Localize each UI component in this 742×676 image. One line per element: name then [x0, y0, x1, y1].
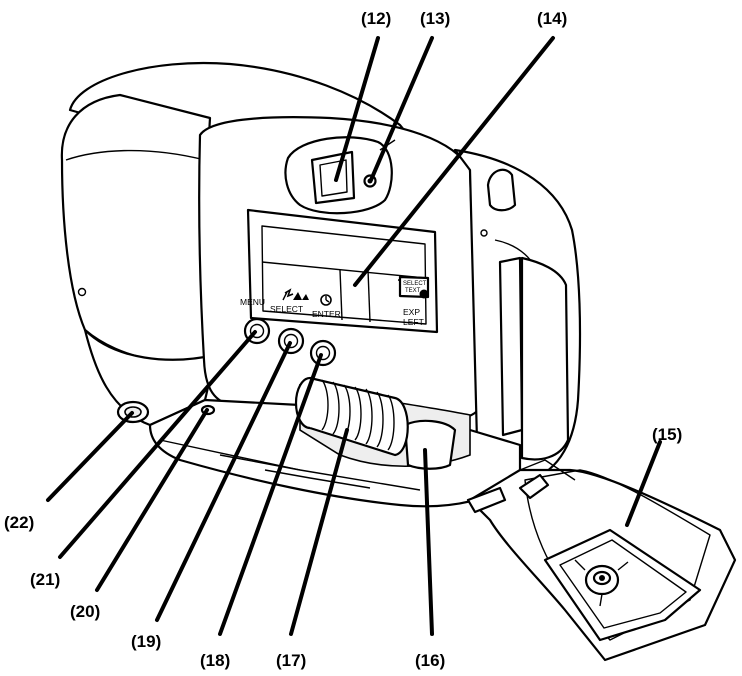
battery-cover: [466, 459, 737, 662]
callout-19: (19): [131, 632, 161, 651]
camera-body: SELECT TEXT EXP LEFT MENU SELECT ENTER: [60, 61, 582, 508]
self-timer-icon: [320, 294, 332, 306]
film-rewind-cylinder: [294, 376, 409, 457]
callout-13: (13): [420, 9, 450, 28]
callout-12: (12): [361, 9, 391, 28]
callout-16: (16): [415, 651, 445, 670]
callout-21: (21): [30, 570, 60, 589]
callout-17: (17): [276, 651, 306, 670]
flash-landscape-icon: [282, 288, 309, 301]
left-label: LEFT: [403, 317, 424, 327]
enter-button[interactable]: [309, 339, 337, 367]
callout-22: (22): [4, 513, 34, 532]
menu-label: MENU: [240, 297, 265, 307]
callout-20: (20): [70, 602, 100, 621]
select-text-label: SELECT: [403, 281, 427, 287]
callout-18: (18): [200, 651, 230, 670]
select-button[interactable]: [277, 327, 305, 355]
leader-lines: [46, 36, 662, 636]
select-label: SELECT: [270, 304, 303, 314]
callout-15: (15): [652, 425, 682, 444]
callout-labels: (12) (13) (14) (15) (16) (17) (18) (19) …: [4, 9, 682, 670]
exp-label: EXP: [403, 307, 420, 317]
callout-14: (14): [537, 9, 567, 28]
enter-label: ENTER: [312, 309, 341, 319]
text-label: TEXT: [405, 288, 421, 294]
